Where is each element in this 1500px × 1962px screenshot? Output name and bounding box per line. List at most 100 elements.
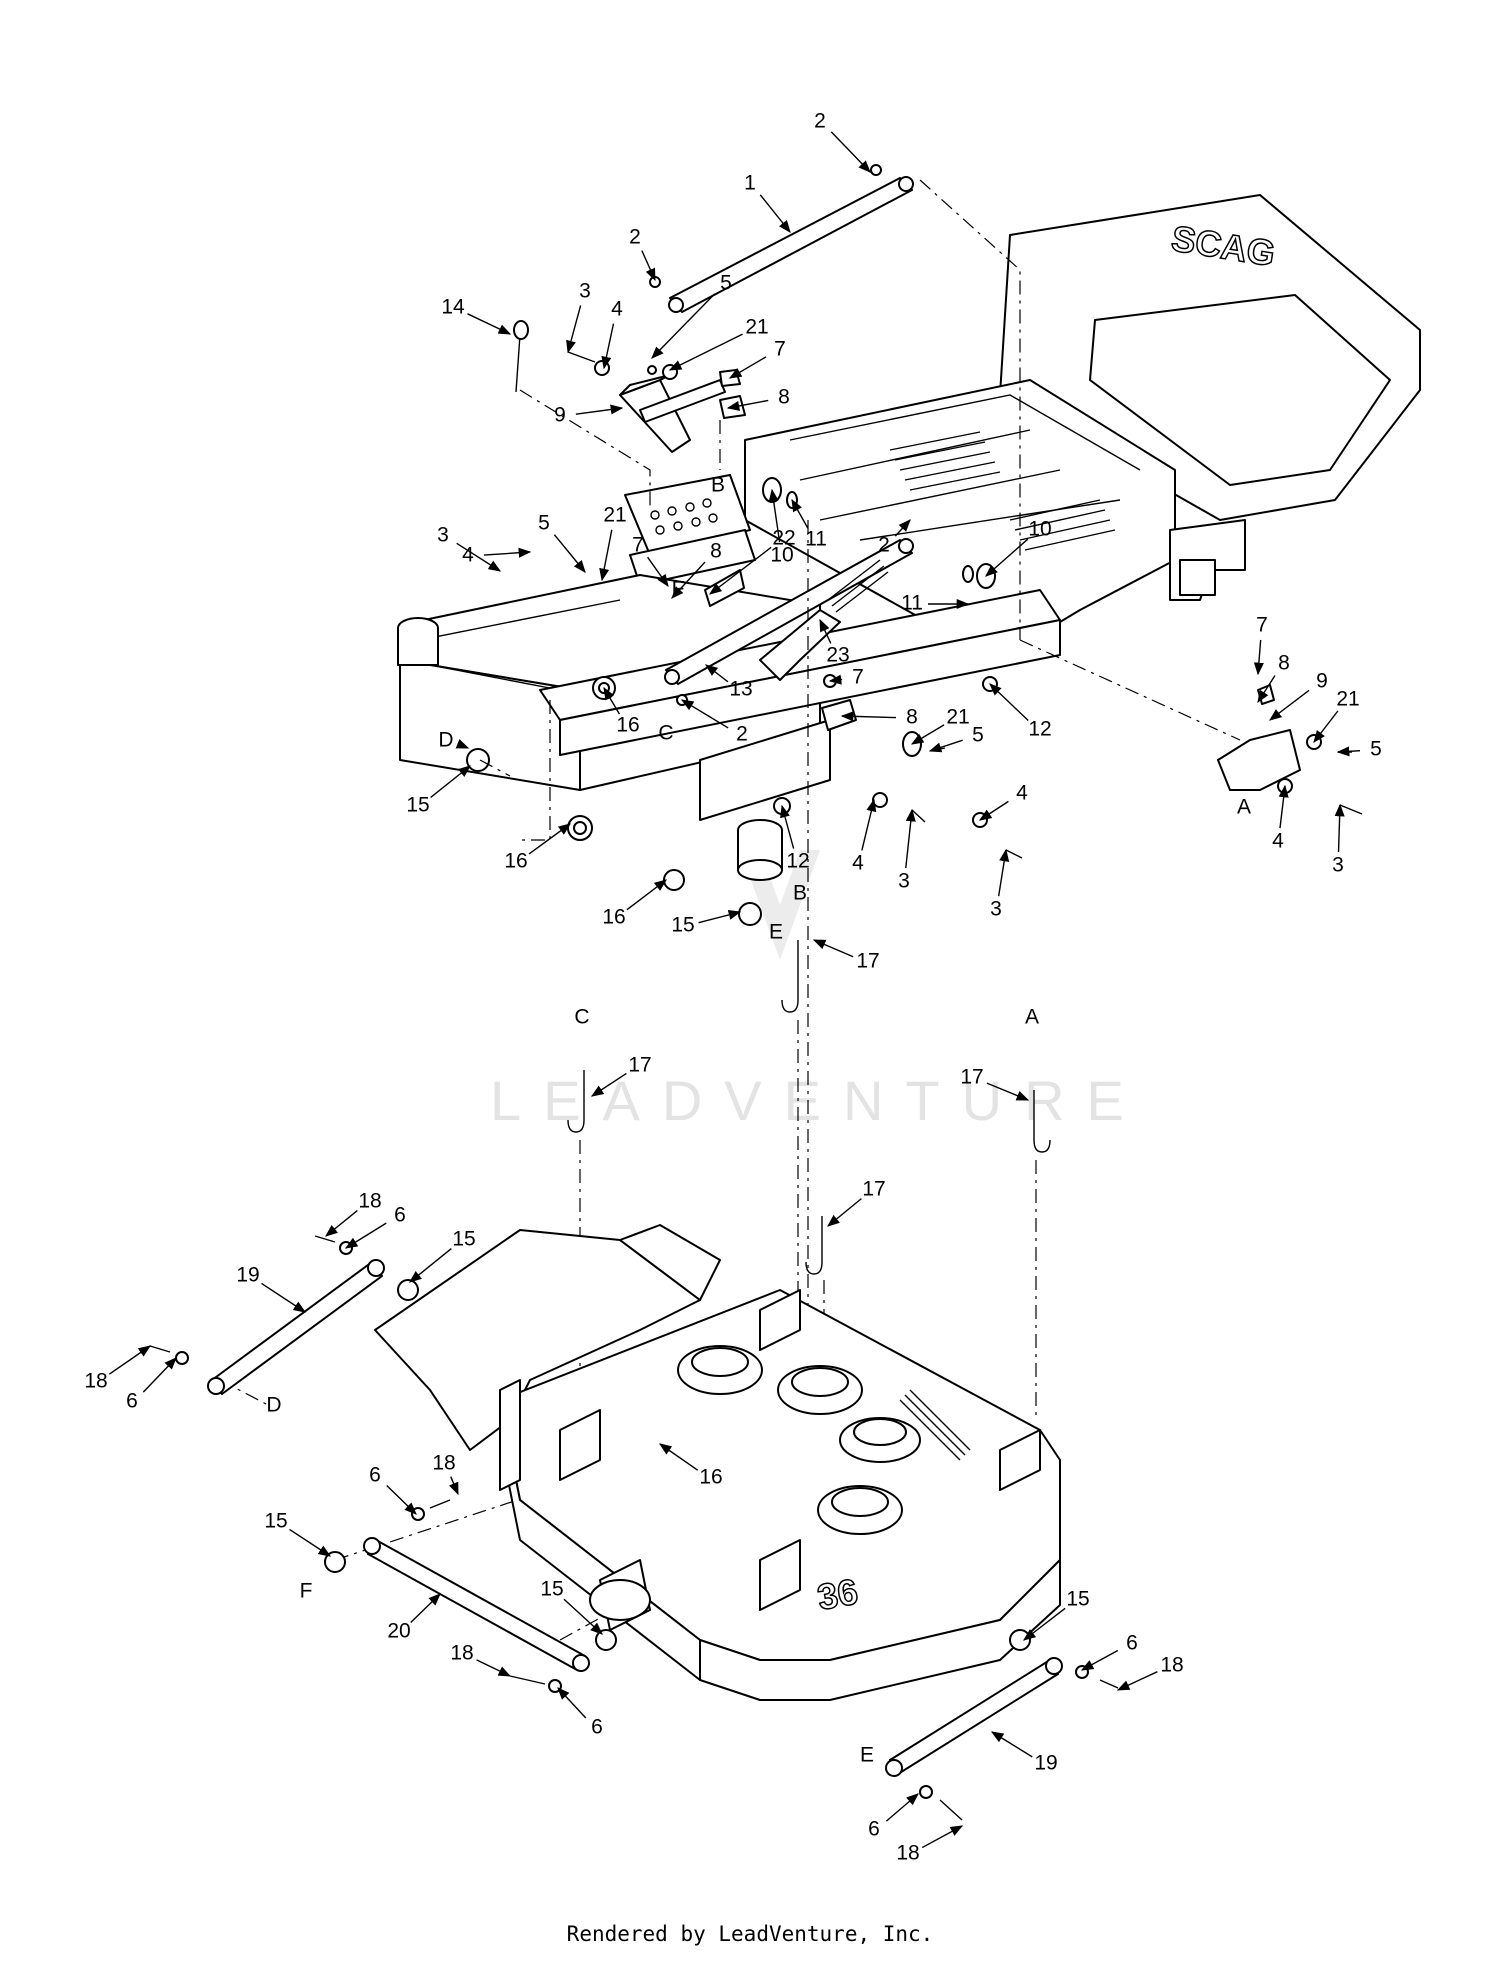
callout-leader-15 [553,534,586,573]
callout-label-25: C [658,722,673,745]
callout-leader-71 [289,1528,332,1557]
callout-label-55: 17 [856,950,879,973]
callout-label-74: 20 [387,1620,410,1643]
callout-leader-43 [455,739,470,749]
callout-label-33: 10 [1028,518,1051,541]
callout-label-83: 18 [896,1842,919,1865]
callout-leader-30 [910,724,945,745]
callout-leader-80 [990,1731,1033,1758]
callout-leader-48 [861,798,877,851]
callout-label-20: 22 [772,527,795,550]
callout-leader-0 [759,194,791,233]
deck-size-mark: 36 [814,1571,861,1618]
callout-label-62: 6 [394,1204,406,1227]
callout-label-15: 5 [538,512,550,535]
callout-label-48: 4 [852,852,864,875]
callout-leader-77 [1023,1607,1066,1641]
callout-label-4: 3 [579,280,591,303]
foot-plate-holes [650,498,718,535]
callout-label-82: 6 [868,1818,880,1841]
callout-label-77: 15 [1066,1588,1089,1611]
callout-leader-44 [430,765,471,799]
callout-leader-64 [261,1282,307,1313]
callout-label-14: 3 [437,524,449,547]
callout-leader-45 [528,823,572,855]
callout-label-61: 18 [358,1190,381,1213]
callout-label-81: E [860,1744,874,1767]
callout-leader-52 [626,879,668,911]
callout-leader-73 [563,1598,603,1635]
callout-label-21: F [672,578,685,601]
callout-leader-19 [671,561,706,599]
callout-label-34: 12 [1028,718,1051,741]
deck-pulleys [677,1345,921,1535]
footer-credit: Rendered by LeadVenture, Inc. [566,1922,934,1946]
callout-label-72: F [300,1580,313,1603]
callout-label-73: 15 [540,1578,563,1601]
callout-leader-49 [905,808,916,869]
callout-leader-59 [986,1082,1030,1101]
callout-label-69: 18 [432,1452,455,1475]
callout-label-29: 8 [906,706,918,729]
callout-leader-12 [768,488,781,543]
callout-label-30: 21 [946,706,969,729]
callout-leader-82 [885,1793,919,1822]
callout-label-26: 2 [736,723,748,746]
callout-label-31: 5 [972,724,984,747]
callout-leader-68 [658,1443,699,1471]
callout-label-19: 8 [710,540,722,563]
callout-label-11: B [711,474,725,497]
callout-leader-65 [108,1345,152,1375]
callout-leader-4 [566,305,582,354]
callout-label-22: 2 [878,534,890,557]
callout-label-35: 7 [1256,614,1268,637]
callout-label-71: 15 [264,1510,287,1533]
callout-label-45: 16 [504,850,527,873]
callout-label-17: 7 [632,534,644,557]
callout-leader-3 [467,313,512,335]
callout-leader-33 [985,538,1029,577]
callout-leader-35 [1253,639,1264,676]
callout-leader-55 [812,939,854,958]
callout-label-78: 6 [1126,1632,1138,1655]
callout-label-40: A [1237,796,1251,819]
callout-label-1: 2 [814,110,826,133]
callout-leader-41 [1278,784,1289,829]
deck-links [149,1235,1119,1821]
callout-leader-69 [448,1476,459,1496]
callout-leader-1 [830,131,871,173]
callout-leader-7 [668,333,743,371]
callout-label-67: D [266,1394,281,1417]
callout-leader-5 [601,323,615,370]
callout-label-64: 19 [236,1264,259,1287]
callout-leader-14 [456,542,502,572]
callout-leader-6 [651,293,716,359]
callout-leader-29 [840,711,897,722]
callout-label-37: 9 [1316,670,1328,693]
callout-label-43: D [438,729,453,752]
callout-leader-66 [142,1357,177,1393]
callout-leader-24 [705,664,729,683]
callout-label-10: 9 [554,404,566,427]
callout-label-66: 6 [126,1390,138,1413]
callout-label-79: 18 [1160,1654,1183,1677]
callout-leader-78 [1080,1649,1119,1671]
mower-frame: SCAG [397,194,1421,881]
callout-leader-70 [386,1485,417,1515]
callout-leader-23 [819,618,832,644]
callout-leader-20 [708,546,772,595]
watermark: LEADVENTURE [490,850,1124,1132]
callout-leader-74 [410,1593,441,1623]
callout-label-80: 19 [1034,1752,1057,1775]
callout-leader-61 [325,1210,358,1237]
callout-label-63: 15 [452,1228,475,1251]
callout-leader-9 [726,399,769,411]
callout-label-5: 4 [611,298,623,321]
callout-leader-76 [557,1687,587,1719]
callout-label-0: 1 [744,172,756,195]
callout-leader-38 [1313,710,1339,743]
callout-label-50: 3 [990,898,1002,921]
mower-deck: 36 [374,1224,1061,1701]
